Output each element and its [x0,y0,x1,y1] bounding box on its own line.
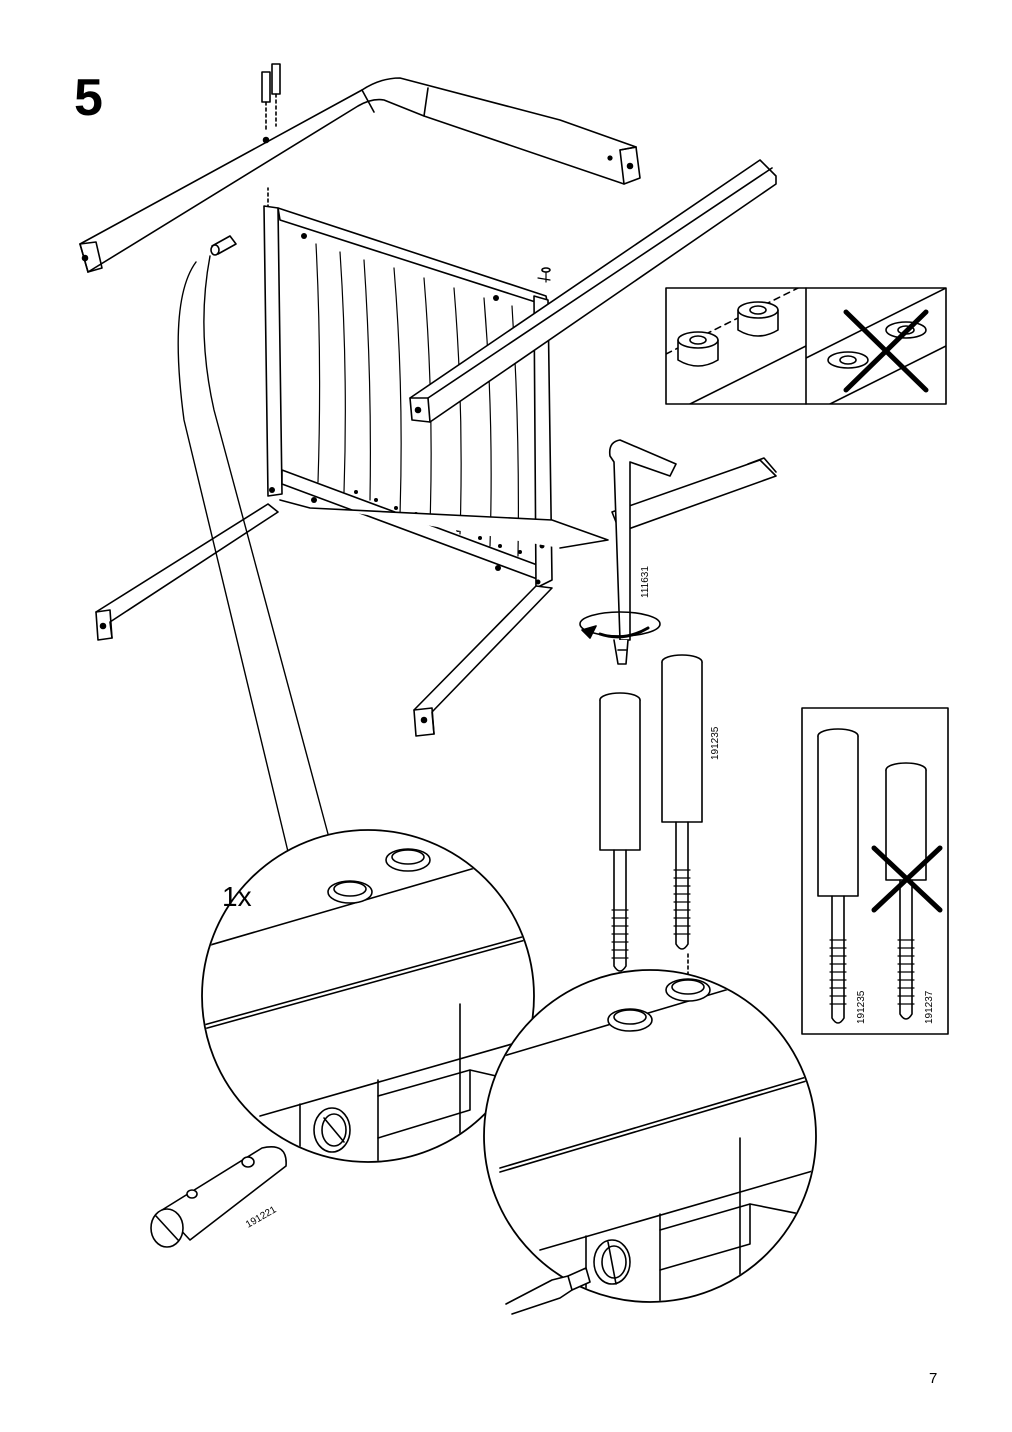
chair-frame-illustration [79,63,777,737]
zoom-detail-left [201,829,535,1163]
cap-alignment-comparison [665,287,947,405]
part-label-allen-key: 111631 [640,566,651,598]
part-label-barrel-nut: 191221 [244,1204,279,1230]
cross-mark-icon [843,309,929,393]
cross-mark-icon [871,845,943,913]
page-number: 7 [929,1370,938,1387]
compare-label-short: 191237 [924,990,935,1024]
step-number: 5 [74,69,103,127]
barrel-nut-icon [150,1146,287,1248]
compare-label-long: 191235 [856,990,867,1024]
quantity-label: 1x [222,881,252,912]
allen-key-icon [579,439,677,665]
part-label-bolt: 191235 [710,726,721,760]
barrel-nut-small-icon [210,235,237,256]
bolt-length-comparison [801,707,949,1035]
zoom-detail-right [483,969,817,1303]
screwdriver-icon [505,1267,591,1315]
bolt-icon [599,654,703,1011]
